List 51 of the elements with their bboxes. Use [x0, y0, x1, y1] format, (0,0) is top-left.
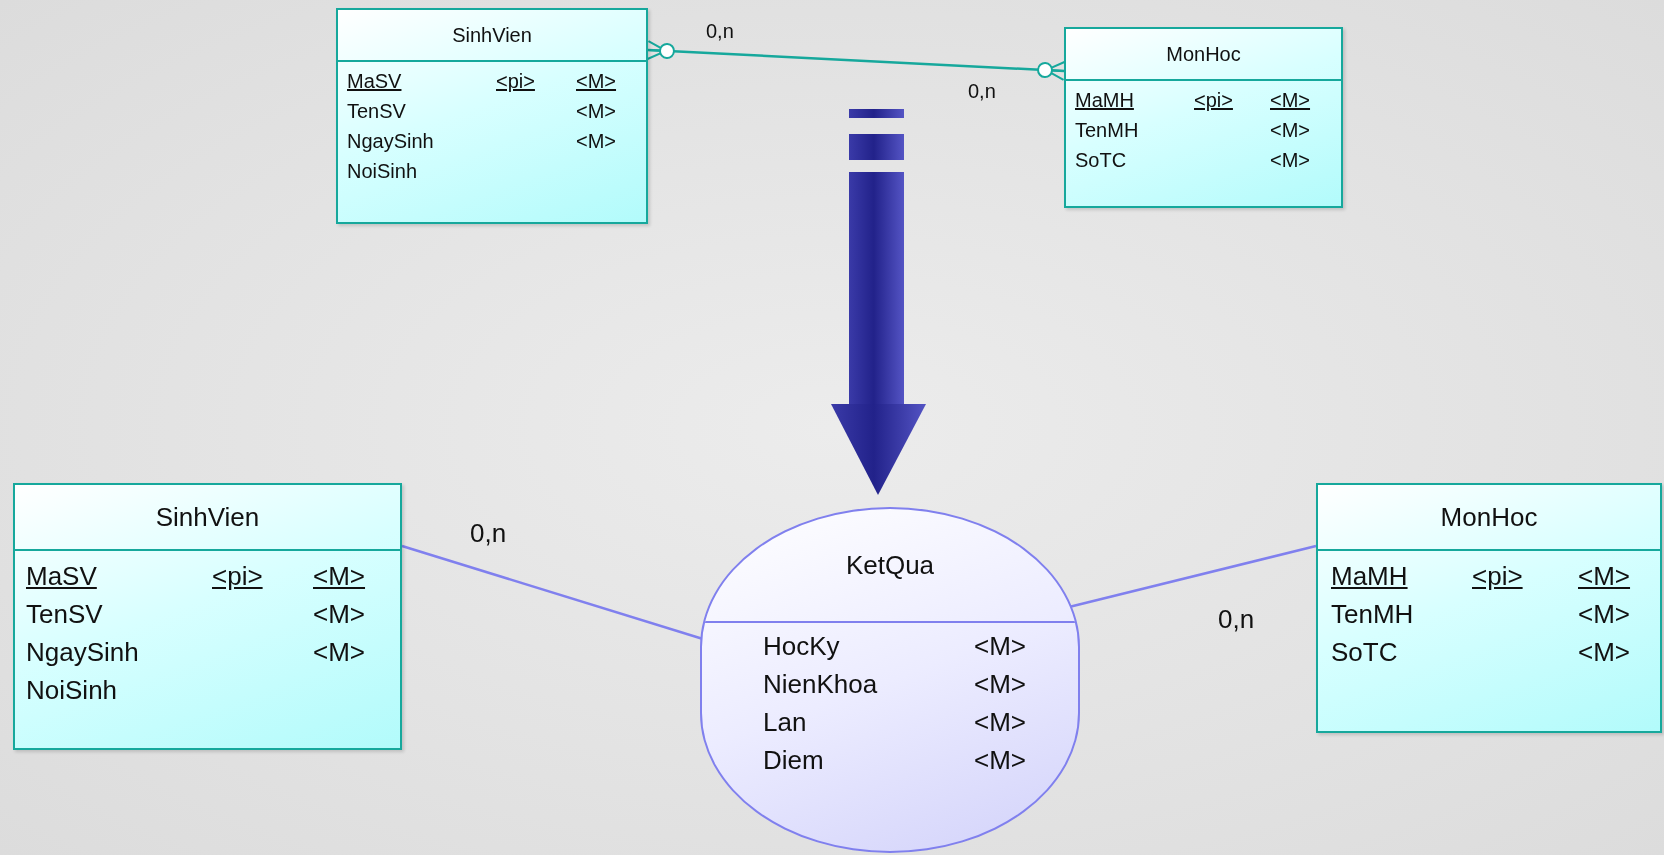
mandatory-tag: <M>: [576, 70, 617, 93]
mandatory-tag: <M>: [1578, 561, 1631, 592]
attribute-name: NoiSinh: [347, 160, 418, 183]
mandatory-tag: <M>: [576, 100, 617, 123]
mandatory-tag: <M>: [974, 631, 1027, 662]
mandatory-tag: <M>: [1270, 119, 1311, 142]
attribute-name: TenSV: [347, 100, 406, 123]
entity-box: [336, 8, 648, 224]
entity-box: [13, 483, 402, 750]
cardinality-label: 0,n: [706, 20, 734, 43]
attribute-name: TenMH: [1331, 599, 1414, 630]
attribute-name: SoTC: [1331, 637, 1398, 668]
attribute-name: NgaySinh: [347, 130, 434, 153]
attribute-name: MaMH: [1075, 89, 1134, 112]
mandatory-tag: <M>: [1270, 149, 1311, 172]
mandatory-tag: <M>: [1578, 599, 1631, 630]
entity-box: [1316, 483, 1662, 733]
identifier-tag: <pi>: [496, 70, 535, 93]
mandatory-tag: <M>: [1578, 637, 1631, 668]
entity-name: SinhVien: [155, 501, 260, 533]
entity-box: [1064, 27, 1343, 208]
mandatory-tag: <M>: [974, 669, 1027, 700]
entity-name: MonHoc: [1166, 42, 1241, 66]
cardinality-label: 0,n: [968, 80, 996, 103]
attribute-name: Lan: [763, 707, 807, 738]
mandatory-tag: <M>: [313, 561, 366, 592]
attribute-name: HocKy: [763, 631, 840, 662]
mandatory-tag: <M>: [313, 637, 366, 668]
attribute-name: MaMH: [1331, 561, 1408, 592]
identifier-tag: <pi>: [212, 561, 263, 592]
attribute-name: NoiSinh: [26, 675, 118, 706]
identifier-tag: <pi>: [1472, 561, 1523, 592]
entity-name: KetQua: [845, 549, 935, 581]
mandatory-tag: <M>: [576, 130, 617, 153]
mandatory-tag: <M>: [1270, 89, 1311, 112]
cardinality-label: 0,n: [1218, 604, 1255, 635]
entity-name: SinhVien: [452, 23, 532, 47]
attribute-name: SoTC: [1075, 149, 1127, 172]
attribute-name: TenSV: [26, 599, 103, 630]
identifier-tag: <pi>: [1194, 89, 1233, 112]
attribute-name: MaSV: [347, 70, 402, 93]
mandatory-tag: <M>: [313, 599, 366, 630]
attribute-name: NienKhoa: [763, 669, 878, 700]
attribute-name: TenMH: [1075, 119, 1139, 142]
attribute-name: Diem: [763, 745, 824, 776]
cardinality-label: 0,n: [470, 518, 507, 549]
attribute-name: NgaySinh: [26, 637, 139, 668]
entity-name: MonHoc: [1440, 501, 1538, 533]
attribute-name: MaSV: [26, 561, 97, 592]
mandatory-tag: <M>: [974, 707, 1027, 738]
mandatory-tag: <M>: [974, 745, 1027, 776]
